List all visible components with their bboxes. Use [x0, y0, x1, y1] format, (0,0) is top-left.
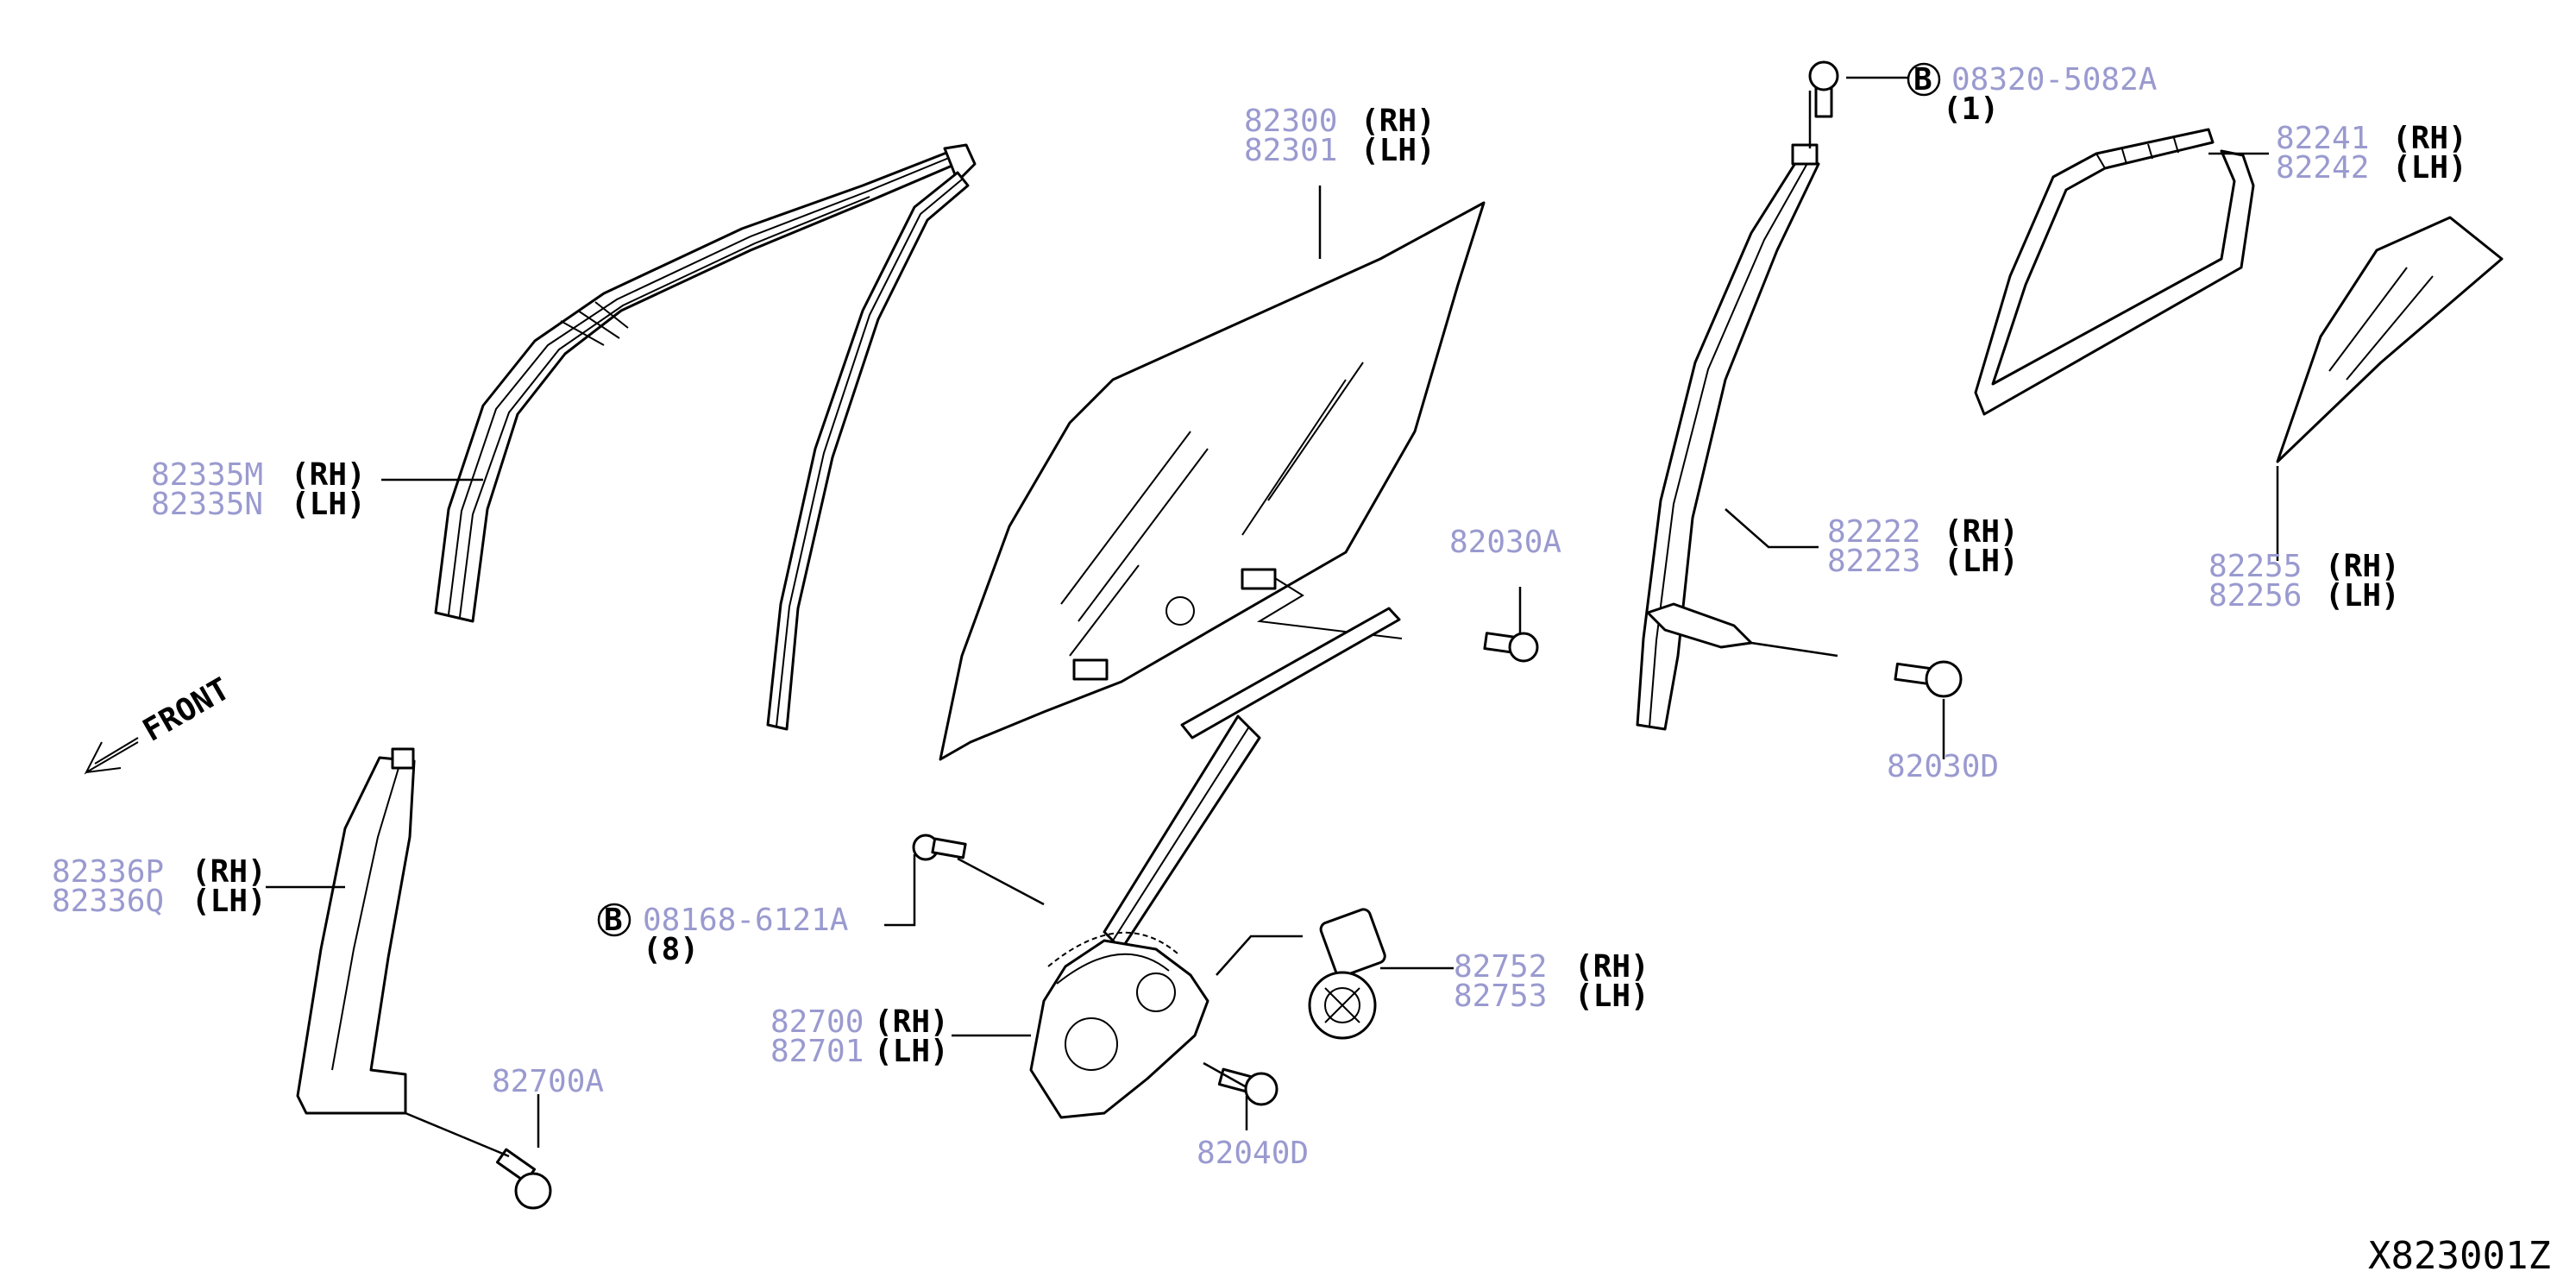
side-rh: (RH) [291, 457, 366, 493]
part-number: 82700A [492, 1064, 604, 1099]
front-indicator: FRONT [137, 671, 236, 749]
part-number: 82030D [1887, 749, 1999, 784]
rear-partition-sash-drawing [1974, 128, 2255, 416]
side-lh: (LH) [2392, 150, 2467, 186]
side-lh: (LH) [1360, 133, 1436, 168]
part-number-lh: 82753 [1454, 979, 1547, 1014]
quantity: (1) [1943, 91, 1999, 127]
part-number: 82040D [1197, 1136, 1309, 1171]
bolt-82040D-icon [1217, 1067, 1279, 1106]
part-number-rh: 82255 [2208, 549, 2302, 584]
part-number-lh: 82242 [2276, 150, 2369, 186]
part-number-rh: 82336P [52, 854, 164, 890]
regulator-motor-drawing [1308, 908, 1386, 1040]
rear-quarter-glass-drawing [2276, 216, 2504, 463]
callout-82030A[interactable]: 82030A [1449, 525, 1561, 560]
part-number-lh: 82223 [1827, 544, 1920, 579]
callout-08320[interactable]: B 08320-5082A (1) [1907, 62, 2158, 127]
window-regulator-drawing [1029, 607, 1401, 1119]
part-number-lh: 82335N [151, 487, 263, 522]
side-rh: (RH) [2392, 121, 2467, 156]
bolt-82030A-icon [1483, 632, 1539, 663]
side-lh: (LH) [291, 487, 366, 522]
leader-lines [266, 76, 2279, 1158]
part-number-lh: 82301 [1244, 133, 1337, 168]
callout-82700A[interactable]: 82700A [492, 1064, 604, 1099]
side-lh: (LH) [2325, 578, 2400, 614]
sash-inner-pillar-drawing [766, 171, 970, 731]
part-number-rh: 82700 [770, 1004, 864, 1040]
part-number: 08168-6121A [643, 903, 849, 938]
bolt-marker-letter: B [1913, 62, 1932, 98]
part-number-rh: 82241 [2276, 121, 2369, 156]
bolt-marker-b-icon [1907, 62, 1941, 97]
side-lh: (LH) [1944, 544, 2019, 579]
part-number-rh: 82300 [1244, 104, 1337, 139]
bolt-marker-b-icon [597, 903, 631, 937]
part-number: 82030A [1449, 525, 1561, 560]
part-number-rh: 82752 [1454, 949, 1547, 985]
side-rh: (RH) [192, 854, 267, 890]
rear-channel-drawing [1636, 143, 1820, 731]
callout-82222[interactable]: 82222 (RH) 82223 (LH) [1827, 514, 2019, 579]
callout-08168[interactable]: B 08168-6121A (8) [597, 903, 849, 967]
front-lower-channel-drawing [296, 747, 416, 1115]
door-glass-drawing [939, 201, 1486, 761]
callout-82040D[interactable]: 82040D [1197, 1136, 1309, 1171]
part-number-rh: 82335M [151, 457, 263, 493]
bolt-82700A-icon [495, 1148, 552, 1210]
part-number-rh: 82222 [1827, 514, 1920, 550]
callout-82336[interactable]: 82336P (RH) 82336Q (LH) [52, 854, 267, 919]
callout-82335[interactable]: 82335M (RH) 82335N (LH) [151, 457, 366, 522]
side-rh: (RH) [874, 1004, 949, 1040]
part-number: 08320-5082A [1951, 62, 2158, 98]
door-sash-drawing [434, 143, 977, 623]
bolt-82030D-icon [1894, 660, 1963, 698]
callout-82700[interactable]: 82700 (RH) 82701 (LH) [770, 1004, 949, 1069]
part-number-lh: 82256 [2208, 578, 2302, 614]
bolt-marker-letter: B [604, 903, 623, 938]
bolt-08168-icon [912, 834, 967, 861]
bolt-08320-icon [1808, 60, 1839, 118]
part-number-lh: 82701 [770, 1034, 864, 1069]
callout-82300[interactable]: 82300 (RH) 82301 (LH) [1244, 104, 1436, 168]
side-lh: (LH) [192, 884, 267, 919]
figure-code: X823001Z [2368, 1234, 2551, 1278]
part-number-lh: 82336Q [52, 884, 164, 919]
callout-82752[interactable]: 82752 (RH) 82753 (LH) [1454, 949, 1649, 1014]
side-rh: (RH) [1574, 949, 1649, 985]
side-rh: (RH) [1944, 514, 2019, 550]
callout-82241[interactable]: 82241 (RH) 82242 (LH) [2276, 121, 2467, 186]
side-rh: (RH) [1360, 104, 1436, 139]
front-arrow-icon [84, 737, 139, 775]
side-rh: (RH) [2325, 549, 2400, 584]
front-label: FRONT [137, 671, 236, 749]
callout-82255[interactable]: 82255 (RH) 82256 (LH) [2208, 549, 2400, 614]
side-lh: (LH) [1574, 979, 1649, 1014]
side-lh: (LH) [874, 1034, 949, 1069]
quantity: (8) [643, 932, 699, 967]
callout-82030D[interactable]: 82030D [1887, 749, 1999, 784]
